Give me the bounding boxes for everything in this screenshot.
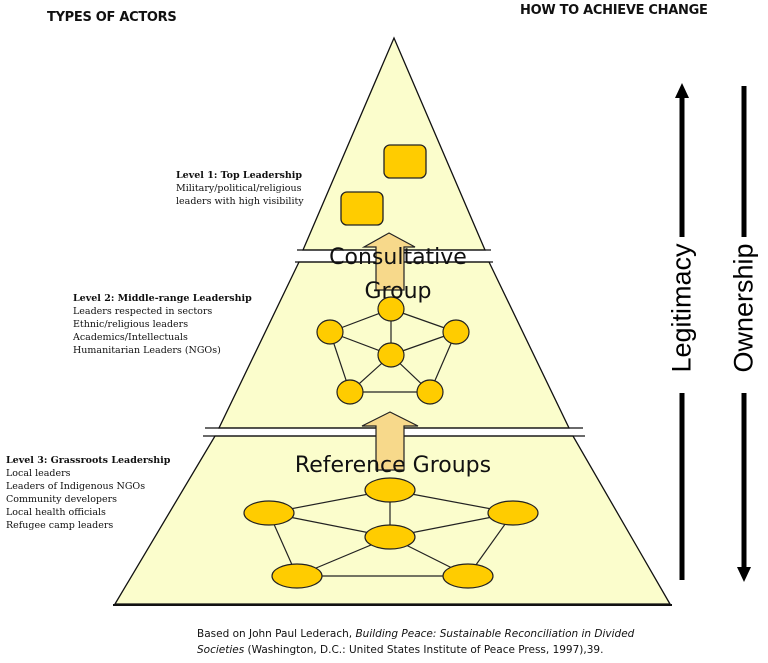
grassroots-leader-node [364,524,416,550]
citation-prefix: Based on John Paul Lederach, [197,628,356,640]
level-1-item: Military/political/religious [176,183,302,194]
legitimacy-arrow [675,83,689,580]
level-2-item: Ethnic/religious leaders [73,319,189,330]
citation-title-1: Building Peace: Sustainable Reconciliati… [355,628,635,640]
up-arrow-icon [361,232,416,291]
grassroots-leader-node [271,563,323,589]
level-3-title: Level 3: Grassroots Leadership [6,455,171,466]
level-3-item: Local leaders [6,468,71,479]
middle-leader-node [377,342,405,368]
citation: Based on John Paul Lederach, Building Pe… [197,626,634,658]
level-2-item: Leaders respected in sectors [73,306,213,317]
middle-leader-node [316,319,344,345]
level-3-item: Refugee camp leaders [6,520,114,531]
level-2-description: Level 2: Middle-range Leadership Leaders… [73,292,252,357]
grassroots-leader-node [364,477,416,503]
grassroots-leader-node [442,563,494,589]
top-leader-node [340,191,384,226]
reference-groups-label: Reference Groups [295,453,491,478]
top-leader-node [383,144,427,179]
level-3-description: Level 3: Grassroots Leadership Local lea… [6,454,170,532]
ownership-label: Ownership [728,243,759,373]
grassroots-leader-node [243,500,295,526]
citation-suffix: (Washington, D.C.: United States Institu… [244,644,604,656]
level-1-title: Level 1: Top Leadership [176,170,302,181]
level-3-item: Community developers [6,494,118,505]
middle-leader-node [336,379,364,405]
arrow-up-icon [675,83,689,98]
legitimacy-label: Legitimacy [666,243,697,373]
types-of-actors-heading: TYPES OF ACTORS [47,10,177,25]
citation-title-2: Societies [197,644,245,656]
arrow-down-icon [737,567,751,582]
pyramid-level-1 [302,36,486,251]
consultative-label: Consultative [329,245,467,270]
level-2-title: Level 2: Middle-range Leadership [73,293,252,304]
level-2-item: Humanitarian Leaders (NGOs) [73,345,221,356]
level-1-description: Level 1: Top Leadership Military/politic… [176,169,304,208]
level-1-item: leaders with high visibility [176,196,304,207]
middle-leader-node [442,319,470,345]
level-3-item: Local health officials [6,507,106,518]
middle-leader-node [377,296,405,322]
level-2-item: Academics/Intellectuals [73,332,188,343]
up-arrow-icon [361,411,419,471]
group-label: Group [365,279,432,304]
middle-leader-node [416,379,444,405]
grassroots-leader-node [487,500,539,526]
ownership-arrow [737,86,751,582]
how-to-achieve-change-heading: HOW TO ACHIEVE CHANGE [520,3,708,18]
level-3-item: Leaders of Indigenous NGOs [6,481,146,492]
